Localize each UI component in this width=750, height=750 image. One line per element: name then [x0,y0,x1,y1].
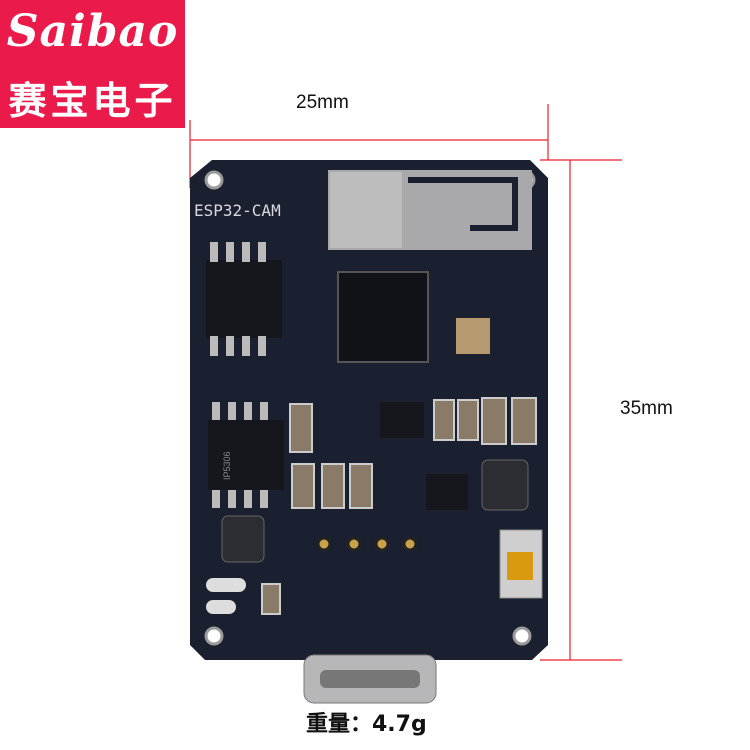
logo-text-cn: 赛宝电子 [8,79,177,123]
brand-logo: Saibao 赛宝电子 [0,0,185,128]
charger-chip [208,420,284,490]
height-label: 35mm [620,398,673,419]
charger-chip-marking: IP5306 [222,451,232,480]
inductor [221,515,265,563]
inductor [481,459,529,511]
logo-text-en: Saibao [6,6,179,57]
esp32-chip [337,271,429,363]
crystal [456,318,490,354]
psram-chip [206,260,282,338]
silkscreen-label: ESP32-CAM [194,201,281,220]
dimension-lines [189,104,622,661]
width-label: 25mm [296,92,349,113]
weight-caption: 重量：4.7g [306,712,427,737]
header-pads [316,536,418,552]
